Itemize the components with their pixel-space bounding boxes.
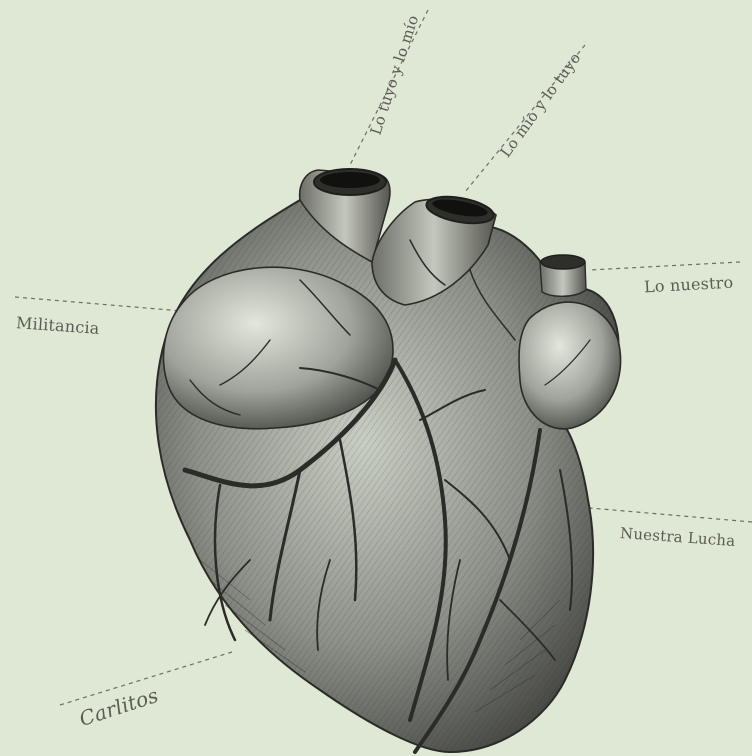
heart-diagram: Lo tuyo y lo mío Lo mío y lo tuyo Lo nue… — [0, 0, 752, 756]
